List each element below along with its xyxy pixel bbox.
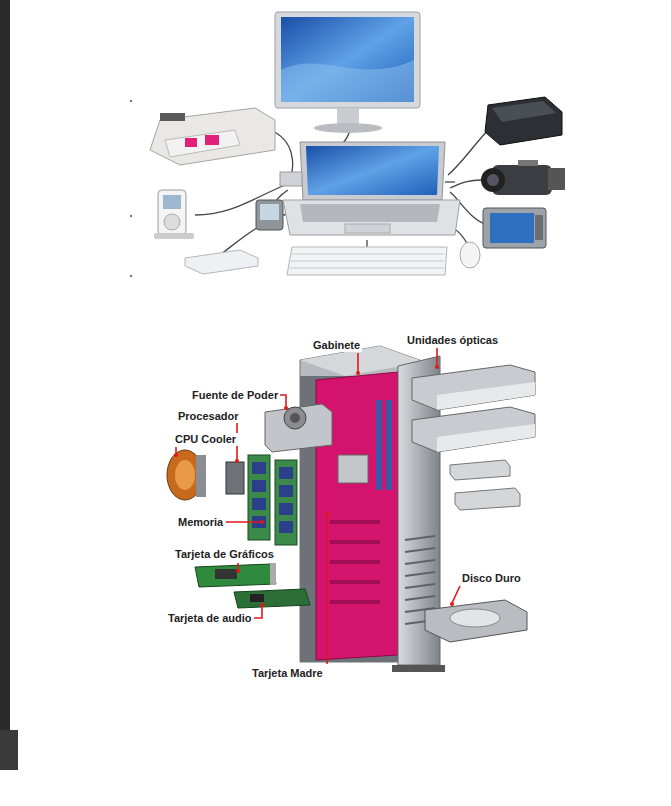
part-label: Disco Duro bbox=[460, 572, 523, 585]
part-label: Fuente de Poder bbox=[190, 389, 280, 402]
part-label: Unidades ópticas bbox=[405, 334, 500, 347]
part-label: Gabinete bbox=[311, 339, 362, 352]
part-label: Tarjeta de Gráficos bbox=[173, 548, 276, 561]
part-label: Tarjeta Madre bbox=[250, 667, 325, 680]
part-label: Tarjeta de audio bbox=[166, 612, 254, 625]
part-label: Memoria bbox=[176, 516, 225, 529]
part-label: CPU Cooler bbox=[173, 433, 238, 446]
part-label: Procesador bbox=[176, 410, 241, 423]
